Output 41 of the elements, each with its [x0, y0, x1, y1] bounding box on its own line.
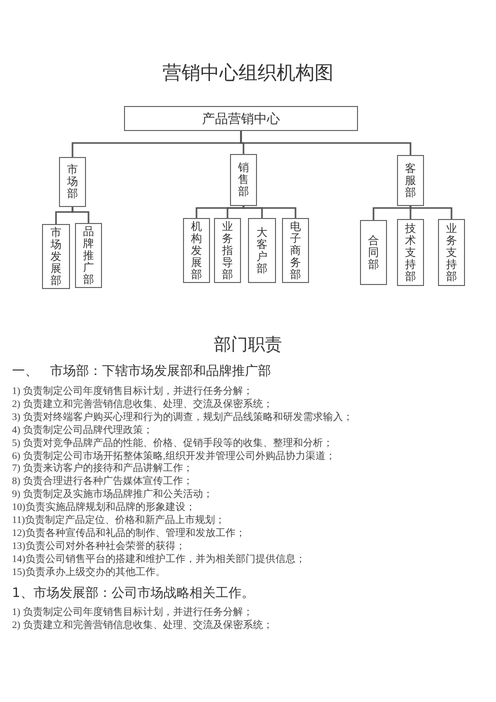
connector-line	[410, 206, 452, 219]
list-item: 6) 负责制定公司市场开拓整体策略,组织开发并管理公司外购品协力渠道；	[12, 451, 336, 462]
list-item: 10)负责实施品牌规划和品牌的形象建设；	[12, 502, 196, 514]
connector-line	[372, 206, 412, 220]
department-box: 市场部	[59, 157, 86, 207]
list-item: 7) 负责来访客户的接待和产品讲解工作；	[12, 463, 193, 475]
list-item: 4) 负责制定公司品牌代理政策；	[12, 425, 153, 437]
list-item: 2) 负责建立和完善营销信息收集、处理、交流及保密系统；	[12, 399, 273, 411]
department-box: 客服部	[397, 155, 424, 206]
department-box: 大客户部	[248, 218, 276, 283]
connector-line	[242, 206, 296, 218]
department-box: 机构发展部	[183, 218, 210, 283]
department-box: 品牌推广部	[75, 223, 102, 288]
department-box: 业务指导部	[214, 218, 241, 283]
department-box: 市场发展部	[42, 224, 70, 289]
section-heading: 1、市场发展部：公司市场战略相关工作。	[12, 585, 254, 602]
list-item: 14)负责公司销售平台的搭建和维护工作，并为相关部门提供信息；	[12, 554, 306, 566]
list-item: 1) 负责制定公司年度销售目标计划，并进行任务分解；	[12, 607, 253, 619]
department-box: 业务支持部	[438, 219, 465, 286]
list-item: 11)负责制定产品定位、价格和新产品上市规划；	[12, 515, 225, 527]
list-item: 13)负责公司对外各种社会荣誉的获得；	[12, 541, 186, 553]
connector-line	[226, 206, 244, 218]
list-item: 15)负责承办上级交办的其他工作。	[12, 567, 166, 579]
page-heading: 部门职责	[213, 334, 283, 356]
center-box: 产品营销中心	[124, 106, 358, 131]
department-box: 技术支持部	[397, 219, 424, 286]
connector-line	[410, 206, 412, 219]
list-item: 9) 负责制定及实施市场品牌推广和公关活动；	[12, 489, 213, 501]
diagram-title: 营销中心组织机构图	[162, 61, 334, 85]
list-item: 8) 负责合理进行各种广告媒体宣传工作；	[12, 476, 193, 488]
department-box: 销售部	[230, 154, 257, 206]
list-item: 12)负责各种宣传品和礼品的制作、管理和发放工作；	[12, 528, 246, 540]
list-item: 1) 负责制定公司年度销售目标计划，并进行任务分解；	[12, 386, 253, 398]
list-item: 2) 负责建立和完善营销信息收集、处理、交流及保密系统；	[12, 620, 273, 632]
connector-line	[240, 131, 412, 155]
list-item: 3) 负责对终端客户购买心理和行为的调查，规划产品线策略和研发需求输入；	[12, 412, 353, 424]
department-box: 电子商务部	[282, 218, 309, 283]
connector-line	[72, 207, 90, 223]
section-heading: 一、 市场部：下辖市场发展部和品牌推广部	[12, 363, 272, 380]
department-box: 合同部	[360, 220, 387, 285]
list-item: 5) 负责对竞争品牌产品的性能、价格、促销手段等的收集、整理和分析；	[12, 438, 333, 450]
